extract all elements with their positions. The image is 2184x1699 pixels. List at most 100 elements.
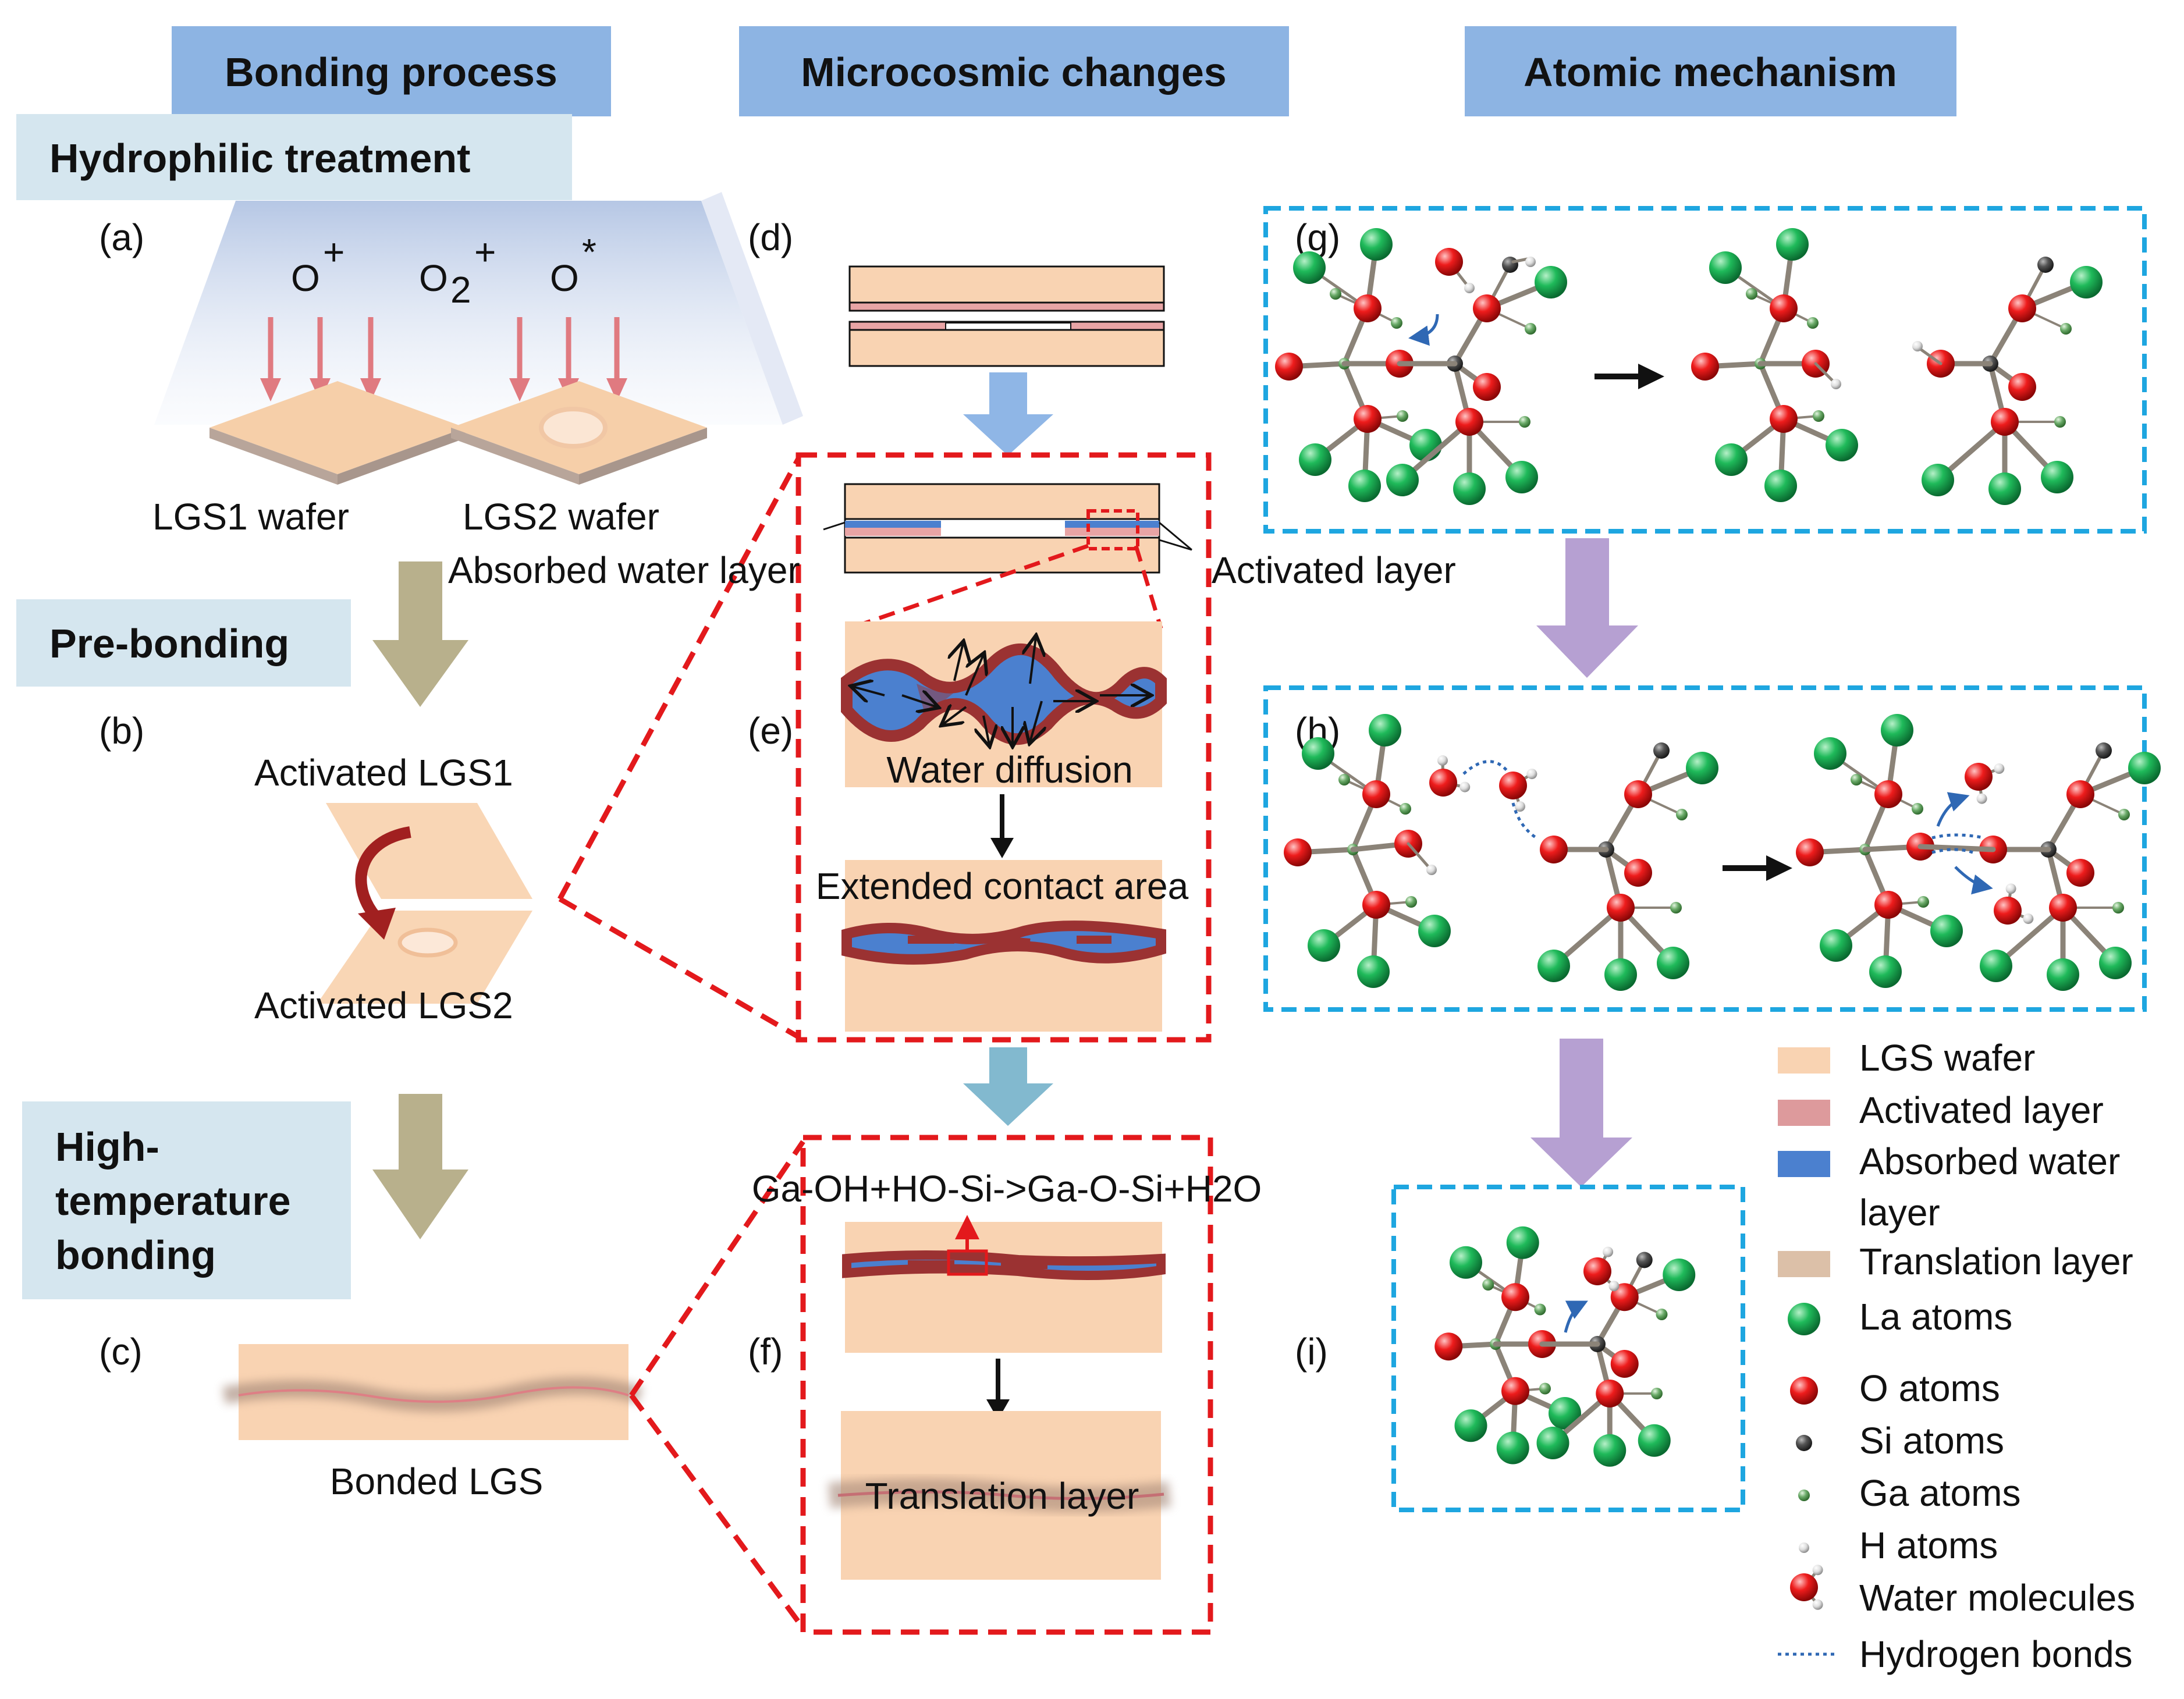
o-atom <box>2066 859 2094 887</box>
o-atom <box>1284 838 1312 866</box>
olive-arrow-a-to-b <box>372 561 468 707</box>
ga-atom <box>1676 809 1688 820</box>
ga-atom <box>1651 1388 1663 1399</box>
la-atom <box>1360 228 1393 261</box>
dashed-box-h <box>1263 685 2147 1012</box>
zoom-lines-sandwich <box>848 543 1163 631</box>
water-oxygen-atom <box>1965 763 1993 791</box>
legend-item-si-atoms: Si atoms <box>1796 1420 2004 1462</box>
blue-arrow-d <box>963 372 1053 456</box>
la-atom <box>1348 470 1381 502</box>
lgs2-wafer-label: LGS2 wafer <box>463 496 659 538</box>
stage-pre-bonding: Pre-bonding <box>16 599 351 687</box>
ga-atom <box>1539 1382 1551 1395</box>
h-atom <box>1515 801 1526 812</box>
o-atom <box>1501 1283 1529 1311</box>
panel-label-b: (b) <box>99 710 144 752</box>
arrow-f-down <box>986 1359 1010 1420</box>
water-oxygen-atom <box>1429 769 1457 797</box>
water-oxygen-atom <box>1790 1573 1818 1601</box>
o-atom <box>1473 373 1501 401</box>
la-atom <box>1549 1397 1581 1430</box>
ga-atom <box>1851 774 1862 785</box>
legend-label: O atoms <box>1859 1367 2000 1409</box>
plasma-species: O + O 2 + O * <box>291 231 596 311</box>
la-atom <box>1536 1427 1569 1459</box>
o-atom <box>1796 838 1824 866</box>
ga-atom <box>1807 317 1819 329</box>
reaction-view <box>842 1215 1166 1353</box>
h-atom <box>2023 913 2034 924</box>
ga-atom <box>2060 323 2072 335</box>
dashed-box-g <box>1263 206 2147 534</box>
transfer-arrow <box>1564 1300 1588 1333</box>
la-atom <box>1663 1259 1696 1291</box>
bonded-lgs-label: Bonded LGS <box>330 1460 544 1502</box>
legend-label: Si atoms <box>1859 1420 2004 1462</box>
o-atom <box>1596 1380 1624 1407</box>
legend-swatch <box>1778 1100 1830 1126</box>
la-atom <box>2047 958 2079 991</box>
ga-atom <box>1338 774 1350 785</box>
label-leaders <box>823 521 1192 551</box>
legend-h-atom <box>1799 1542 1809 1553</box>
hydrogen-bond <box>1462 760 1508 775</box>
ga-atom <box>1534 1303 1546 1316</box>
transfer-arrow <box>1936 792 1970 827</box>
panel-label-a: (a) <box>99 216 144 258</box>
o-atom <box>1354 405 1382 433</box>
legend-item-activated-layer: Activated layer <box>1778 1089 2104 1131</box>
si-atom <box>2096 742 2112 759</box>
o-atom <box>1610 1350 1639 1378</box>
svg-text:Pre-bonding: Pre-bonding <box>49 621 289 666</box>
o-atom <box>1874 891 1902 919</box>
absorbed-water-layer-label: Absorbed water layer <box>448 549 800 591</box>
la-atom <box>1302 737 1334 770</box>
legend-label: Water molecules <box>1859 1577 2135 1619</box>
la-atom <box>1386 464 1419 496</box>
ga-atom <box>1405 896 1417 908</box>
o-atom <box>1540 836 1568 863</box>
ga-atom <box>1391 317 1402 329</box>
ga-atom <box>1917 896 1929 908</box>
o-atom <box>1501 1377 1529 1405</box>
h-atom <box>1812 1565 1823 1576</box>
lgs1-wafer-plate <box>209 381 466 485</box>
h-atom <box>1464 283 1475 293</box>
la-atom <box>1988 472 2021 505</box>
translation-layer-label: Translation layer <box>865 1475 1139 1517</box>
zoom-box-f <box>629 1135 1213 1635</box>
ga-atom <box>1746 288 1757 300</box>
zoom-box-e <box>557 452 1212 1043</box>
o-atom <box>1770 294 1798 322</box>
la-atom <box>1922 464 1954 496</box>
svg-text:*: * <box>582 231 596 273</box>
la-atom <box>1686 752 1718 784</box>
la-atom <box>1506 1226 1539 1259</box>
la-atom <box>1369 714 1401 747</box>
la-atom <box>1308 929 1340 962</box>
panel-label-f: (f) <box>748 1331 783 1373</box>
legend-item-ga-atoms: Ga atoms <box>1798 1472 2020 1514</box>
o-atom <box>2066 780 2094 808</box>
svg-text:Bonding process: Bonding process <box>225 49 557 95</box>
la-atom <box>1454 1409 1487 1442</box>
ga-atom <box>1670 902 1682 914</box>
o-atom <box>2008 373 2036 401</box>
h-atom <box>1426 865 1437 875</box>
molecule-panel-h <box>1284 714 2161 991</box>
legend-swatch <box>1778 1151 1830 1177</box>
la-atom <box>1505 461 1538 493</box>
arrow-e-down <box>990 794 1014 858</box>
legend-label: Ga atoms <box>1859 1472 2020 1514</box>
la-atom <box>1820 929 1852 962</box>
bond <box>1407 842 1430 869</box>
la-atom <box>1496 1431 1529 1465</box>
la-atom <box>1535 266 1567 298</box>
la-atom <box>1593 1434 1627 1467</box>
reaction-arrow-h <box>1723 855 1792 881</box>
svg-text:+: + <box>474 231 496 273</box>
o-atom <box>1435 248 1463 276</box>
